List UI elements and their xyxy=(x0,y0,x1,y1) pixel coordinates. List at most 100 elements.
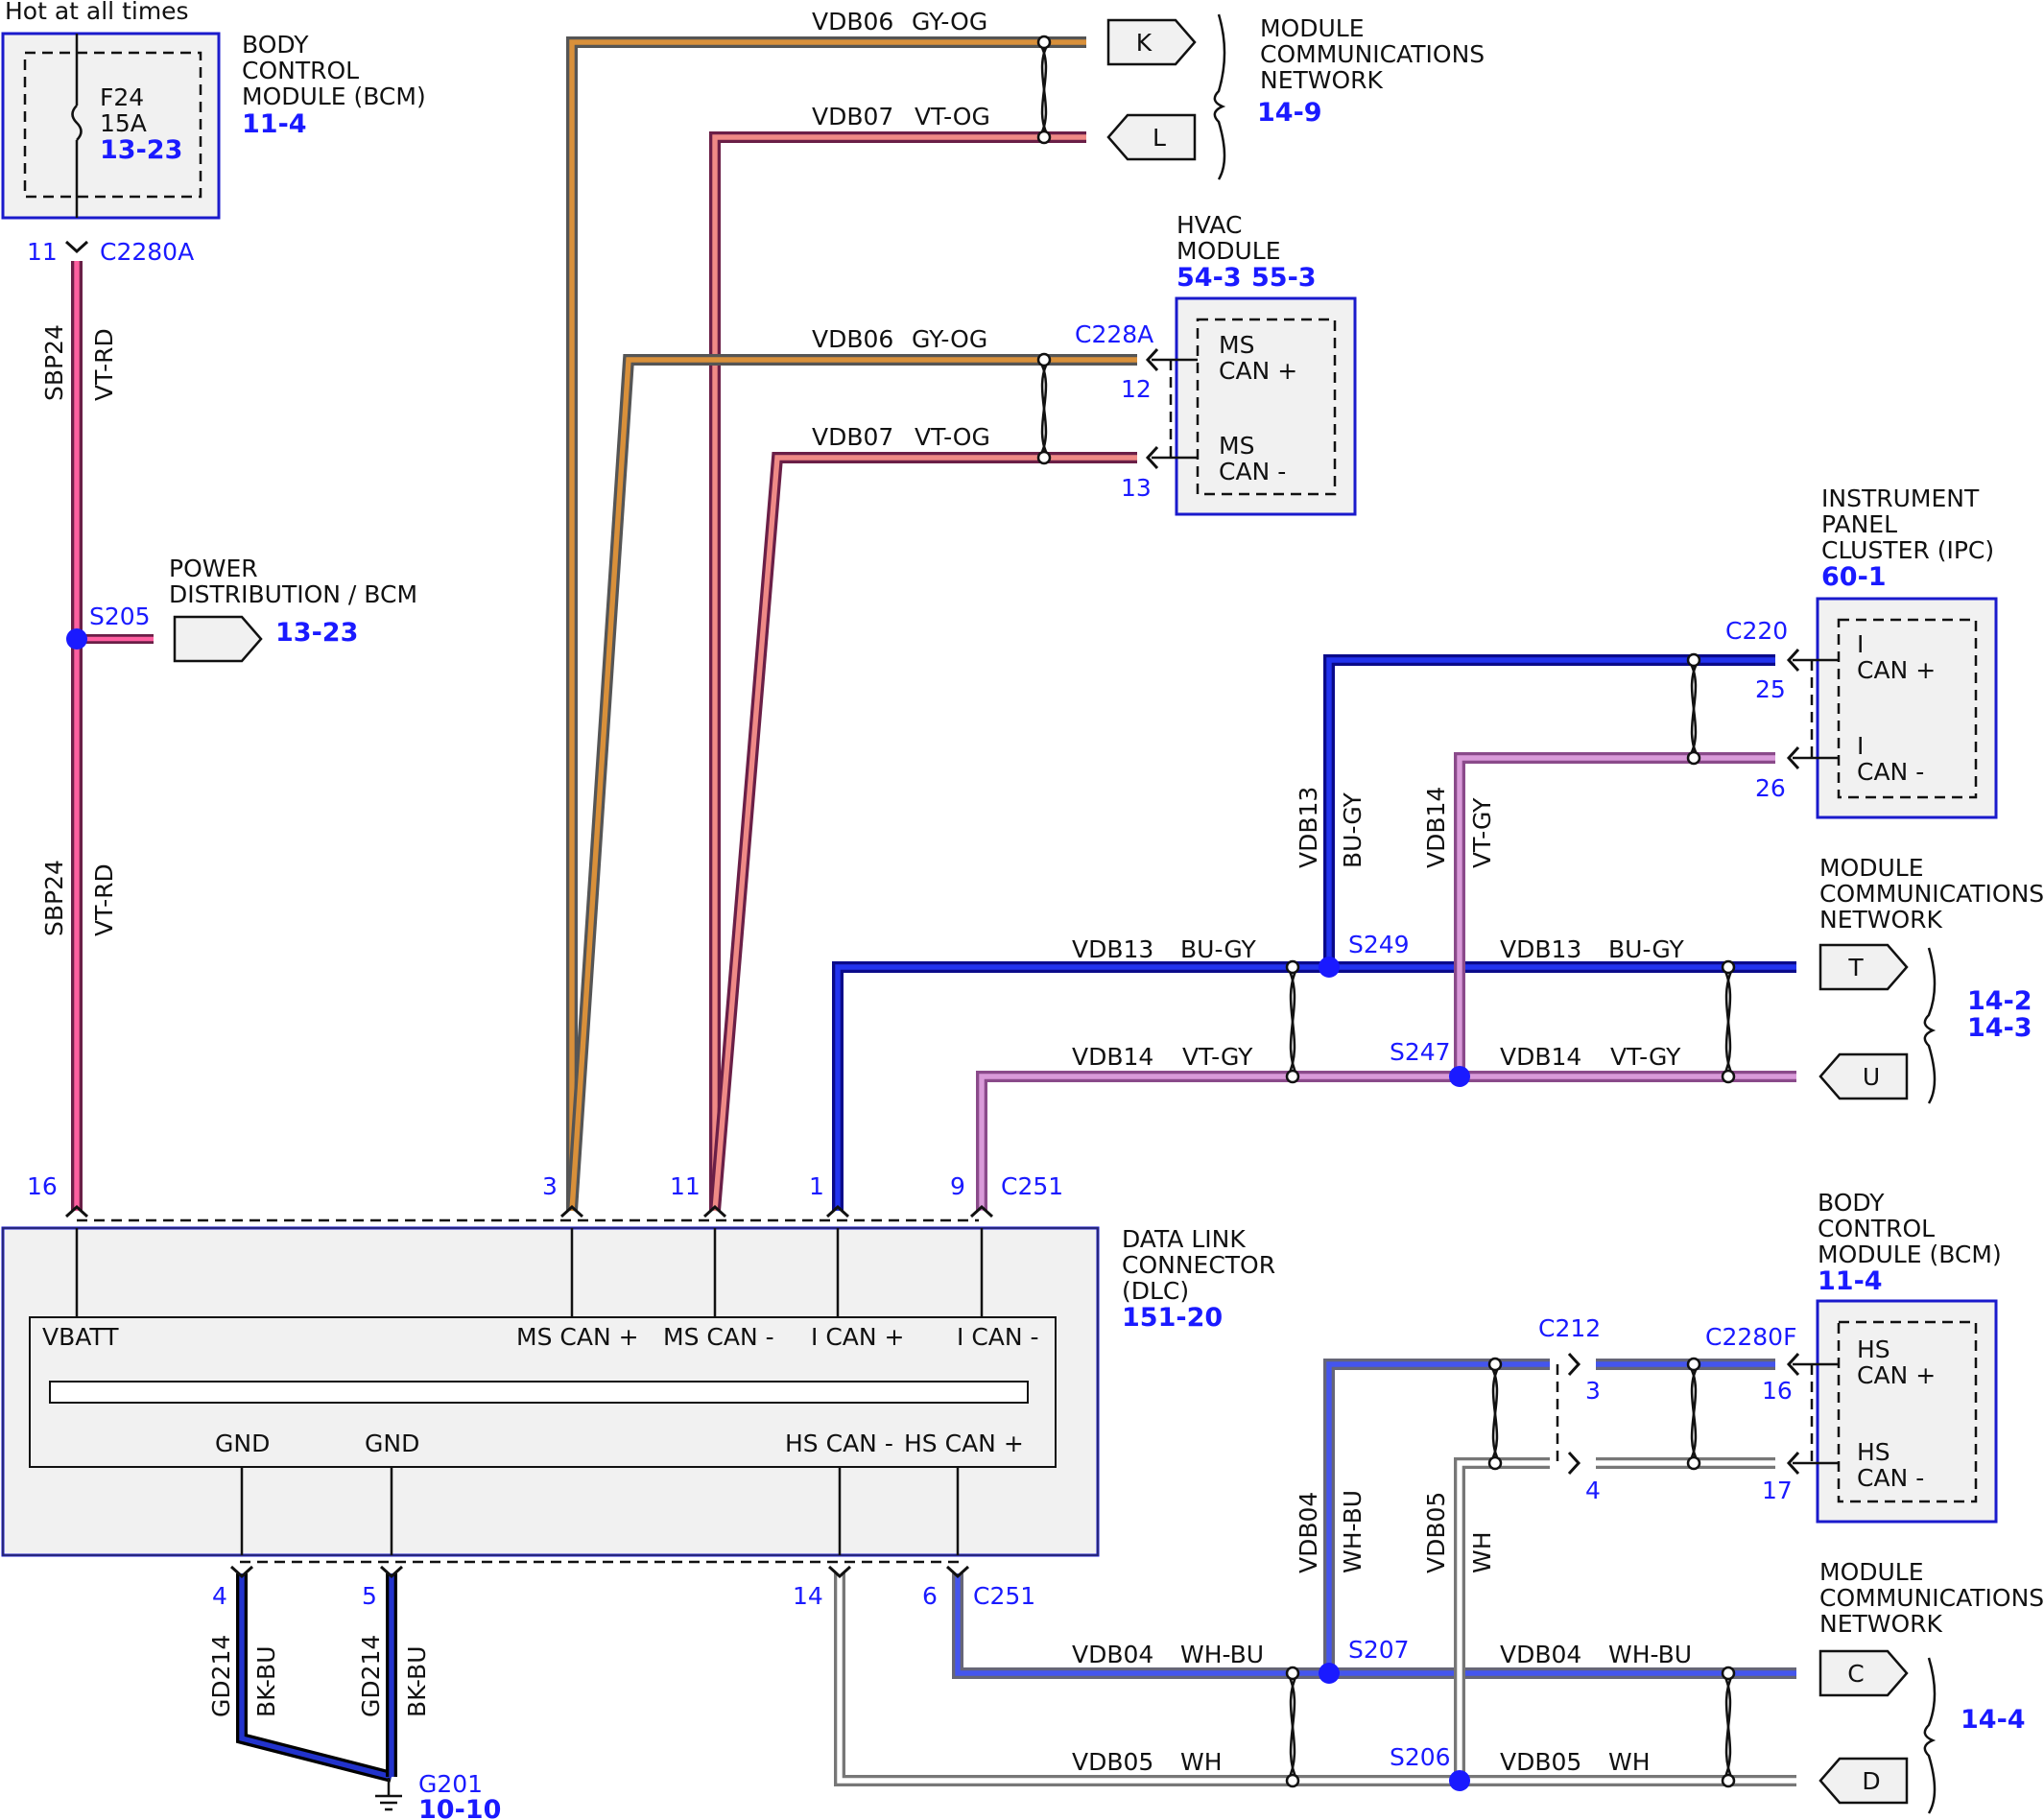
flag-d[interactable]: D xyxy=(1818,1757,1909,1805)
wire-vdb05-vert-color: WH xyxy=(1468,1531,1496,1573)
wire-vdb07-hvac-color: VT-OG xyxy=(915,423,990,451)
twist-c2280f-bottom-ring xyxy=(1686,1455,1701,1471)
flag-s205[interactable] xyxy=(173,615,263,663)
flag-k-shape[interactable] xyxy=(1106,18,1197,66)
gd214-b-circuit: GD214 xyxy=(357,1635,385,1717)
wire-vdb14-right-color: VT-GY xyxy=(1610,1043,1681,1071)
wire-vdb05-right-color: WH xyxy=(1608,1748,1651,1776)
dlc-hs-can-pos: HS CAN + xyxy=(904,1430,1024,1457)
pin-dlc-top-2 xyxy=(702,1204,727,1218)
dlc-gnd-1: GND xyxy=(215,1430,270,1457)
wire-vdb07-top-color: VT-OG xyxy=(915,103,990,130)
wires xyxy=(71,36,1796,1786)
c2280f-pin-17: 17 xyxy=(1762,1477,1793,1504)
dlc-module[interactable] xyxy=(1,1226,1100,1557)
flag-t-shape[interactable] xyxy=(1818,943,1909,991)
pin-dlc-bottom-1 xyxy=(379,1565,404,1579)
wire-vdb07-hvac xyxy=(709,452,1137,1212)
twist-vdb06-vdb07-top-bottom-ring xyxy=(1036,130,1052,145)
ground-symbol xyxy=(375,1778,402,1811)
sbp24-lower-circuit: SBP24 xyxy=(40,860,68,936)
wire-vdb13-vert-circuit: VDB13 xyxy=(1295,787,1322,868)
mcn-top-ref: 14-9 xyxy=(1257,98,1322,128)
twist-vdb06-vdb07-top-top-ring xyxy=(1036,35,1052,50)
flag-c-shape[interactable] xyxy=(1818,1649,1909,1697)
flag-u-shape[interactable] xyxy=(1818,1052,1909,1100)
bcm-bottom-neg-2: CAN - xyxy=(1857,1464,1924,1492)
wire-gd214-a-stripe xyxy=(239,1573,392,1780)
pin-c212-3 xyxy=(1567,1352,1581,1377)
flag-s205-shape[interactable] xyxy=(173,615,263,663)
wire-vdb05 xyxy=(834,1573,1796,1786)
flag-connectors[interactable]: K L T U C D xyxy=(173,18,1909,1805)
dlc-gnd-2: GND xyxy=(365,1430,419,1457)
wire-vdb14-vert-circuit: VDB14 xyxy=(1422,787,1450,868)
wire-gd214-a xyxy=(236,1573,393,1783)
flag-c[interactable]: C xyxy=(1818,1649,1909,1697)
bcm-bottom-module[interactable] xyxy=(1816,1299,1998,1524)
pin-dlc-bottom-3 xyxy=(945,1565,970,1579)
dlc-pin-14: 14 xyxy=(793,1582,823,1610)
wire-vdb14-stripe xyxy=(979,1074,1796,1211)
flag-t[interactable]: T xyxy=(1818,943,1909,991)
wire-vdb14 xyxy=(976,1071,1796,1211)
flag-u-label: U xyxy=(1863,1063,1880,1091)
ipc-ref: 60-1 xyxy=(1821,562,1887,592)
fuse-name: F24 xyxy=(100,83,144,111)
s205-name: S205 xyxy=(89,603,151,630)
twist-vdb04-vdb05-right-b xyxy=(1722,1672,1735,1782)
twist-vdb06-vdb07-hvac-bottom-ring xyxy=(1036,450,1052,465)
wire-vdb04-stripe xyxy=(955,1573,1796,1676)
bcm-top-module[interactable] xyxy=(1,32,221,220)
flag-k[interactable]: K xyxy=(1106,18,1197,66)
twist-vdb04-vdb05-left-bottom-ring xyxy=(1285,1773,1300,1788)
ipc-title-2: PANEL xyxy=(1821,510,1897,538)
twist-vdb13-vdb14-right-bottom-ring xyxy=(1721,1069,1736,1084)
hvac-title-2: MODULE xyxy=(1176,237,1281,265)
c220-pin-26: 26 xyxy=(1755,774,1786,802)
bcm-bottom-title-3: MODULE (BCM) xyxy=(1818,1241,2002,1268)
twist-ipc xyxy=(1686,652,1701,766)
wire-vdb07-hvac-circuit: VDB07 xyxy=(812,423,893,451)
bcm-top-title-3: MODULE (BCM) xyxy=(242,83,426,110)
pin-dlc-top-1 xyxy=(559,1204,584,1218)
bcm-bottom-ref: 11-4 xyxy=(1818,1266,1883,1296)
mcn-mid-ref-2: 14-3 xyxy=(1967,1013,2032,1043)
dlc-pin-5: 5 xyxy=(362,1582,377,1610)
wire-vdb14-outer xyxy=(976,1071,1796,1211)
wire-vdb04-left-color: WH-BU xyxy=(1180,1641,1264,1668)
flag-l-shape[interactable] xyxy=(1106,113,1197,161)
wire-vdb13 xyxy=(832,961,1796,1211)
hvac-ref-1: 54-3 xyxy=(1176,263,1242,293)
wire-vdb14-right-circuit: VDB14 xyxy=(1500,1043,1581,1071)
dlc-vbatt: VBATT xyxy=(42,1323,119,1351)
c212-pin-4: 4 xyxy=(1585,1477,1601,1504)
twist-vdb06-vdb07-hvac-b xyxy=(1037,359,1051,459)
g201-name: G201 xyxy=(418,1770,483,1798)
twist-vdb04-vdb05-right-bottom-ring xyxy=(1721,1773,1736,1788)
hvac-module[interactable] xyxy=(1175,296,1357,516)
twist-vdb13-vdb14-left xyxy=(1285,959,1300,1084)
sbp24-lower-color: VT-RD xyxy=(90,863,118,936)
dlc-i-can-neg: I CAN - xyxy=(957,1323,1039,1351)
wire-vdb13-vert xyxy=(1323,654,1775,967)
ipc-module[interactable] xyxy=(1816,597,1998,819)
flag-t-label: T xyxy=(1847,954,1864,981)
dlc-i-can-pos: I CAN + xyxy=(811,1323,904,1351)
flag-l[interactable]: L xyxy=(1106,113,1197,161)
pin-c2280f-16 xyxy=(1786,1352,1800,1377)
s205-title-2: DISTRIBUTION / BCM xyxy=(169,580,417,608)
pin-c2280a-11 xyxy=(64,240,89,254)
ipc-title-3: CLUSTER (IPC) xyxy=(1821,536,1994,564)
flag-d-shape[interactable] xyxy=(1818,1757,1909,1805)
c228a-name: C228A xyxy=(1075,320,1153,348)
twist-vdb06-vdb07-hvac xyxy=(1036,352,1052,465)
c251-bottom-name: C251 xyxy=(973,1582,1035,1610)
wire-vdb07-top-outer xyxy=(709,131,1086,1211)
wire-vdb13-vert-outer xyxy=(1323,654,1775,967)
gd214-a-circuit: GD214 xyxy=(207,1635,235,1717)
wire-vdb06-hvac-outer xyxy=(566,354,1137,1212)
flag-u[interactable]: U xyxy=(1818,1052,1909,1100)
flag-l-label: L xyxy=(1153,124,1166,152)
fuse-ref: 13-23 xyxy=(100,135,182,165)
